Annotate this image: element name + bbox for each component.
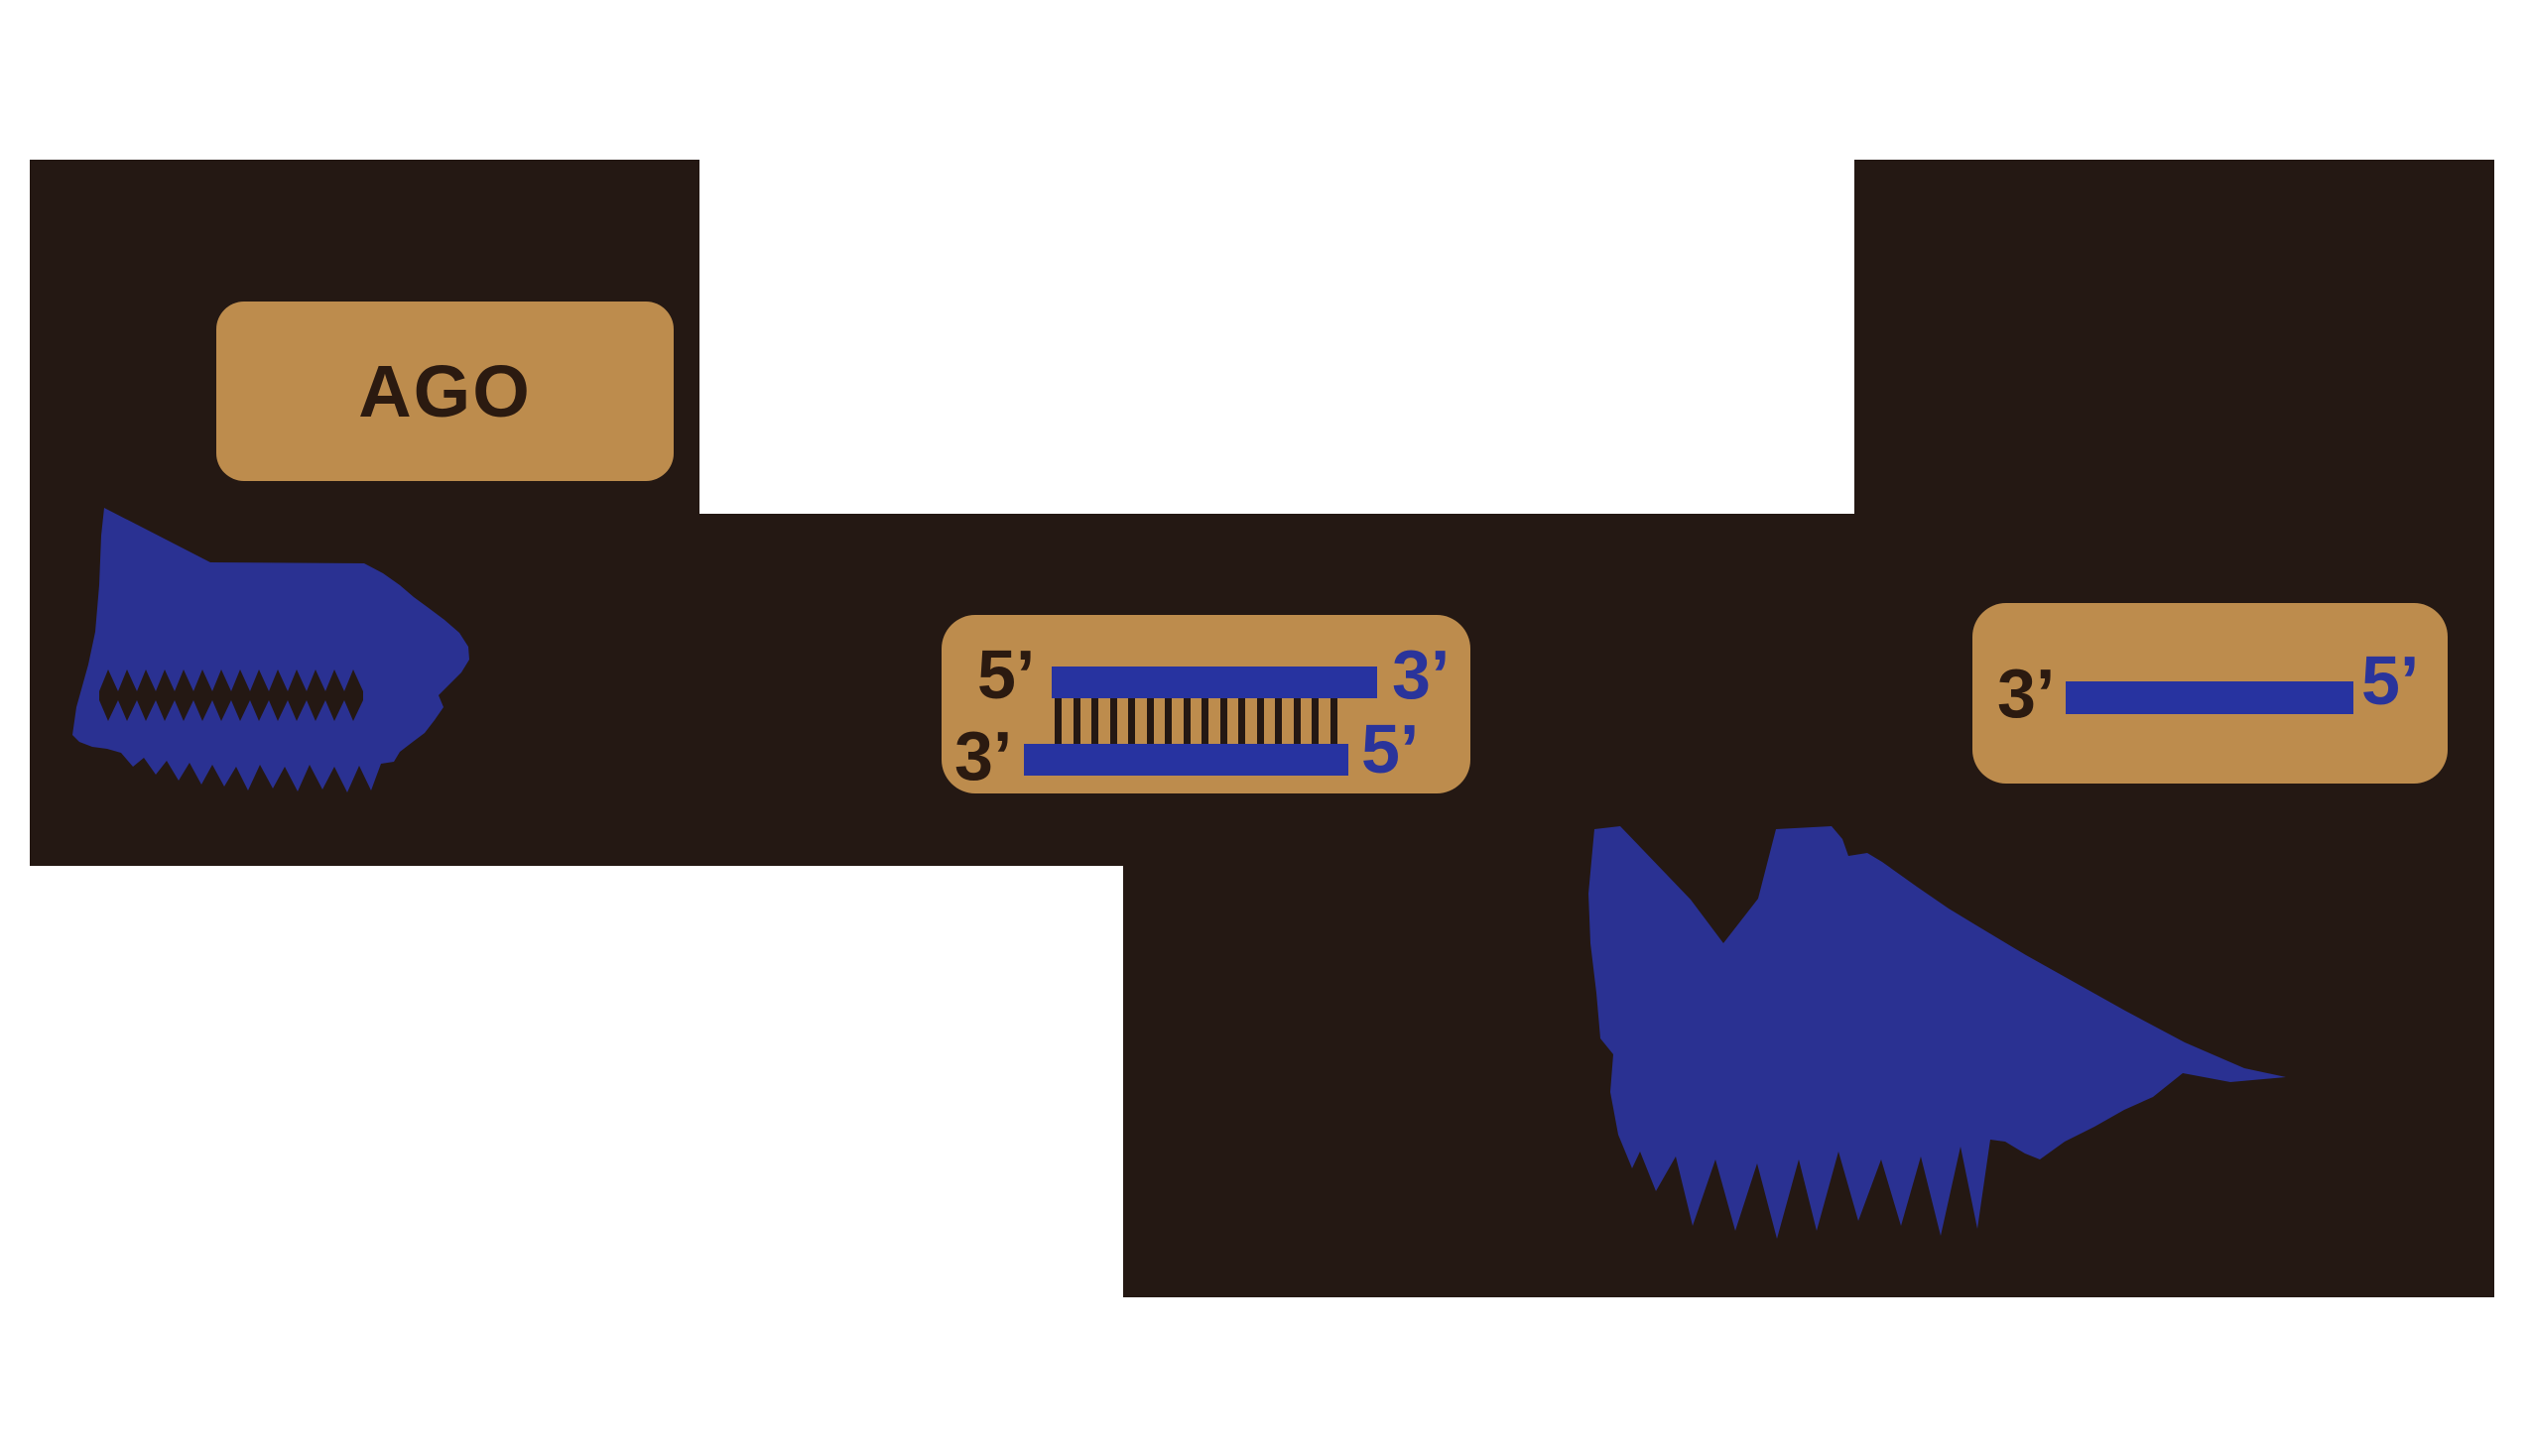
base-pair-rung [1091,698,1098,744]
zigzag-cleavage-cut [99,669,363,721]
base-pair-rung [1165,698,1172,744]
sirna-duplex-box: 5’ 3’ 3’ 5’ [942,615,1470,793]
ago-protein-box: AGO [216,302,674,481]
duplex-bottom-strand-bar [1024,744,1348,776]
base-pair-rung [1329,698,1337,744]
base-pair-rung [1146,698,1154,744]
guide-left-end-label: 3’ [1997,655,2056,732]
base-pair-rung [1202,698,1208,744]
duplex-top-strand-bar [1052,667,1377,698]
base-pair-rungs [1055,698,1337,744]
base-pair-rung [1183,698,1191,744]
base-pair-rung [1312,698,1319,744]
guide-strand-box: 3’ 5’ [1972,603,2448,784]
base-pair-rung [1238,698,1245,744]
guide-right-end-label: 5’ [2361,642,2420,719]
ago-label: AGO [358,350,532,432]
blob-left [72,508,469,792]
base-pair-rung [1073,698,1080,744]
guide-strand-bar [2066,681,2353,714]
base-pair-rung [1293,698,1301,744]
duplex-top-left-end-label: 5’ [977,636,1036,713]
base-pair-rung [1275,698,1282,744]
base-pair-rung [1055,698,1062,744]
blob-right [1588,826,2286,1239]
base-pair-rung [1109,698,1117,744]
base-pair-rung [1256,698,1264,744]
duplex-bottom-left-end-label: 3’ [954,717,1013,794]
base-pair-rung [1128,698,1135,744]
duplex-bottom-right-end-label: 5’ [1361,710,1420,788]
duplex-top-right-end-label: 3’ [1392,636,1451,713]
base-pair-rung [1219,698,1227,744]
